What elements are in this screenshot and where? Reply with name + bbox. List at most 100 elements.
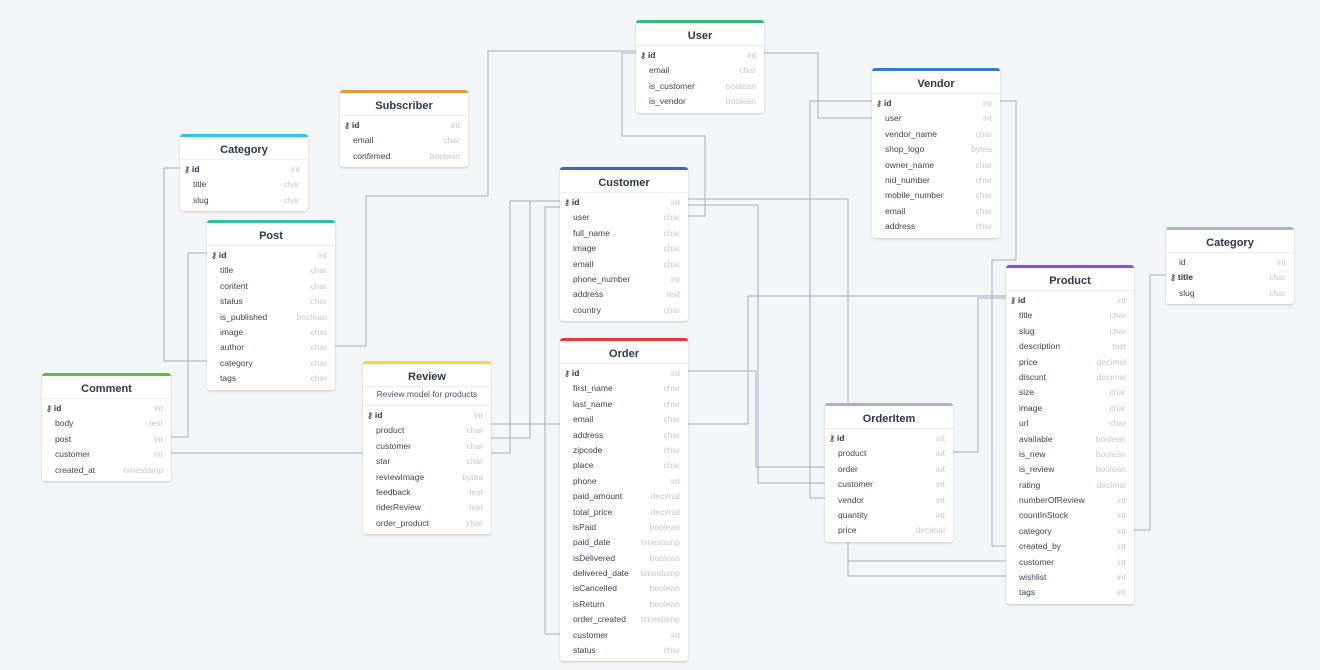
table-header[interactable]: Post bbox=[207, 220, 335, 246]
table-header[interactable]: OrderItem bbox=[825, 403, 953, 429]
table-header[interactable]: Product bbox=[1006, 265, 1134, 291]
table-header[interactable]: Vendor bbox=[872, 68, 1000, 94]
table-header[interactable]: User bbox=[636, 20, 764, 46]
table-header[interactable]: Order bbox=[560, 338, 688, 364]
table-header[interactable]: Category bbox=[1166, 227, 1294, 253]
table-header[interactable]: Review bbox=[363, 361, 491, 387]
table-header[interactable]: Customer bbox=[560, 167, 688, 193]
table-header[interactable]: Comment bbox=[42, 373, 171, 399]
